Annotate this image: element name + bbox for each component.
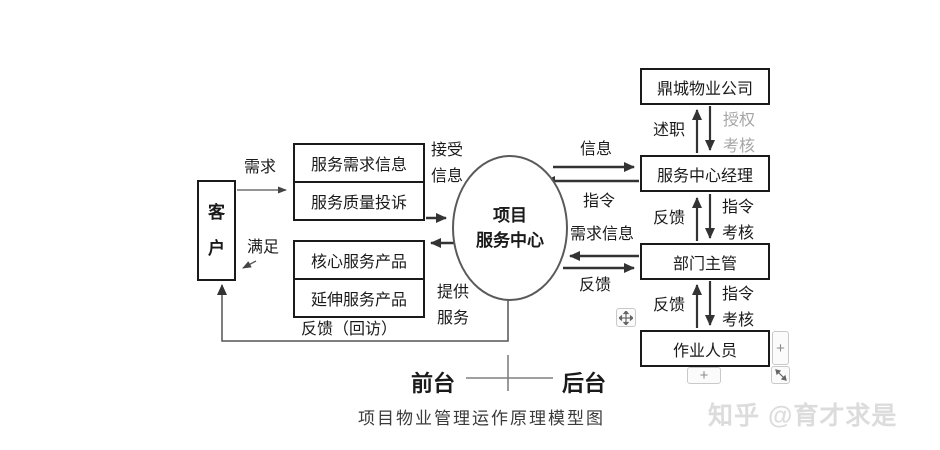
supervisor-label: 部门主管: [672, 255, 737, 273]
demand-box-row1: 服务需求信息: [295, 145, 423, 183]
label-feedback-center: 反馈: [579, 277, 612, 294]
label-feedback-supervisor: 反馈: [653, 297, 686, 314]
label-front-stage: 前台: [411, 371, 456, 396]
label-satisfy: 满足: [247, 239, 280, 256]
label-feedback-visit: 反馈（回访）: [301, 321, 398, 338]
plus-icon: +: [699, 367, 709, 384]
diagram-caption: 项目物业管理运作原理模型图: [358, 409, 605, 428]
node-manager[interactable]: 服务中心经理: [640, 155, 770, 192]
node-customer[interactable]: 客 户: [197, 180, 236, 281]
edge-feedback-visit: [217, 284, 509, 342]
resize-handle[interactable]: [771, 366, 790, 384]
label-order-assess-1: 指令 考核: [722, 199, 755, 242]
node-workers[interactable]: 作业人员: [640, 330, 770, 367]
label-order: 指令: [583, 193, 616, 210]
customer-label: 客 户: [208, 202, 225, 258]
move-handle[interactable]: [616, 308, 636, 327]
label-provide-service: 提供 服务: [437, 284, 470, 327]
insert-column-button[interactable]: +: [772, 331, 789, 365]
watermark: 知乎 @育才求是: [708, 402, 898, 430]
label-report: 述职: [653, 122, 686, 139]
label-order-assess-2: 指令 考核: [722, 286, 755, 329]
workers-label: 作业人员: [672, 342, 737, 360]
edge-satisfy: [242, 260, 257, 269]
demand-box-row2: 服务质量投诉: [310, 195, 407, 212]
label-authorize-assess: 授权 考核: [723, 112, 756, 155]
product-box-row1: 核心服务产品: [295, 242, 423, 280]
node-service-center[interactable]: 项目 服务中心: [452, 155, 568, 301]
label-demand-info: 需求信息: [570, 226, 635, 243]
node-company[interactable]: 鼎城物业公司: [640, 68, 770, 105]
service-center-line1: 项目: [493, 206, 527, 225]
service-center-line2: 服务中心: [476, 231, 544, 250]
product-box-row2: 延伸服务产品: [310, 292, 407, 309]
label-info: 信息: [580, 141, 613, 158]
label-demand: 需求: [244, 159, 277, 176]
label-back-stage: 后台: [562, 371, 607, 396]
node-supervisor[interactable]: 部门主管: [640, 243, 770, 280]
label-accept-info: 接受 信息: [431, 142, 464, 185]
manager-label: 服务中心经理: [656, 167, 753, 185]
node-demand-box[interactable]: 服务需求信息 服务质量投诉: [293, 143, 425, 221]
move-icon: [619, 310, 633, 325]
node-product-box[interactable]: 核心服务产品 延伸服务产品: [293, 240, 425, 318]
resize-icon: [774, 369, 787, 381]
insert-row-button[interactable]: +: [687, 367, 721, 384]
company-label: 鼎城物业公司: [656, 80, 753, 98]
plus-icon: +: [776, 339, 785, 357]
label-feedback-manager: 反馈: [653, 210, 686, 227]
